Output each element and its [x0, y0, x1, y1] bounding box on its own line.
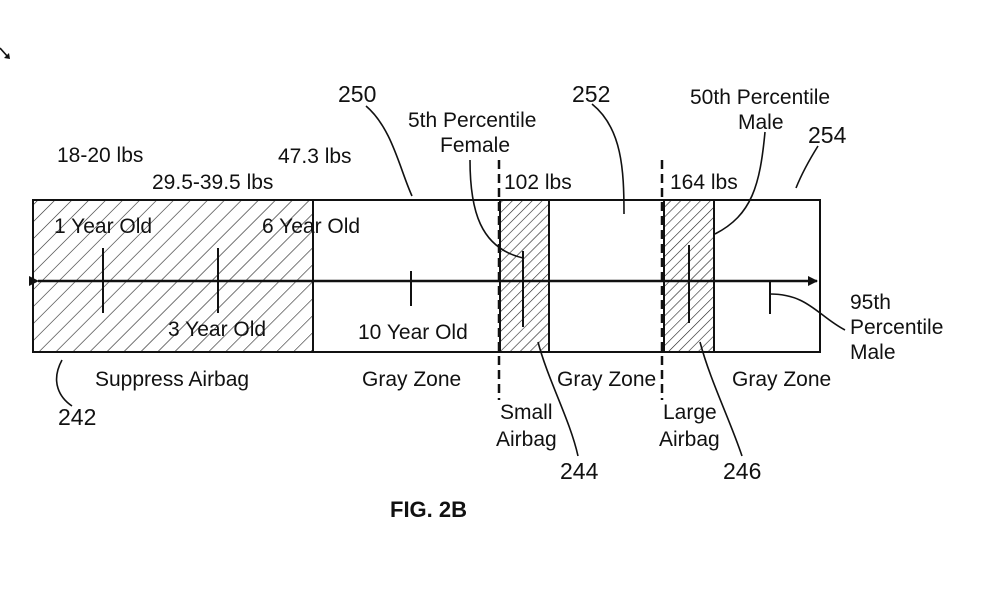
age-label-3-year: 3 Year Old — [168, 318, 266, 341]
zone-label-gray-1: Gray Zone — [362, 368, 461, 391]
label-5th-percentile: 5th Percentile — [408, 109, 536, 132]
figure-caption: FIG. 2B — [390, 497, 467, 522]
ref-246: 246 — [723, 458, 761, 484]
zone-label-large-airbag: Airbag — [659, 428, 720, 451]
zone-label-suppress: Suppress Airbag — [95, 368, 249, 391]
ref-252: 252 — [572, 81, 610, 107]
weight-label-164: 164 lbs — [670, 171, 738, 194]
label-female: Female — [440, 134, 510, 157]
weight-label-47: 47.3 lbs — [278, 145, 352, 168]
label-male-50: Male — [738, 111, 784, 134]
zone-label-large: Large — [663, 401, 717, 424]
weight-label-18-20: 18-20 lbs — [57, 144, 143, 167]
age-label-1-year: 1 Year Old — [54, 215, 152, 238]
label-percentile-95: Percentile — [850, 316, 943, 339]
weight-label-102: 102 lbs — [504, 171, 572, 194]
label-male-95: Male — [850, 341, 896, 364]
leader-252 — [592, 104, 624, 214]
age-label-6-year: 6 Year Old — [262, 215, 360, 238]
weight-label-29-39: 29.5-39.5 lbs — [152, 171, 273, 194]
zone-label-gray-2: Gray Zone — [557, 368, 656, 391]
leader-254 — [796, 146, 818, 188]
ref-244: 244 — [560, 458, 599, 484]
ref-250: 250 — [338, 81, 376, 107]
label-95th: 95th — [850, 291, 891, 314]
ref-254: 254 — [808, 122, 847, 148]
zone-label-gray-3: Gray Zone — [732, 368, 831, 391]
leader-250 — [366, 106, 412, 196]
age-label-10-year: 10 Year Old — [358, 321, 468, 344]
zone-small-airbag — [500, 200, 549, 352]
zone-label-small-airbag: Airbag — [496, 428, 557, 451]
leader-242 — [57, 360, 72, 406]
ref-242: 242 — [58, 404, 96, 430]
corner-arrow-icon — [0, 48, 10, 59]
label-50th-percentile: 50th Percentile — [690, 86, 830, 109]
zone-label-small: Small — [500, 401, 553, 424]
